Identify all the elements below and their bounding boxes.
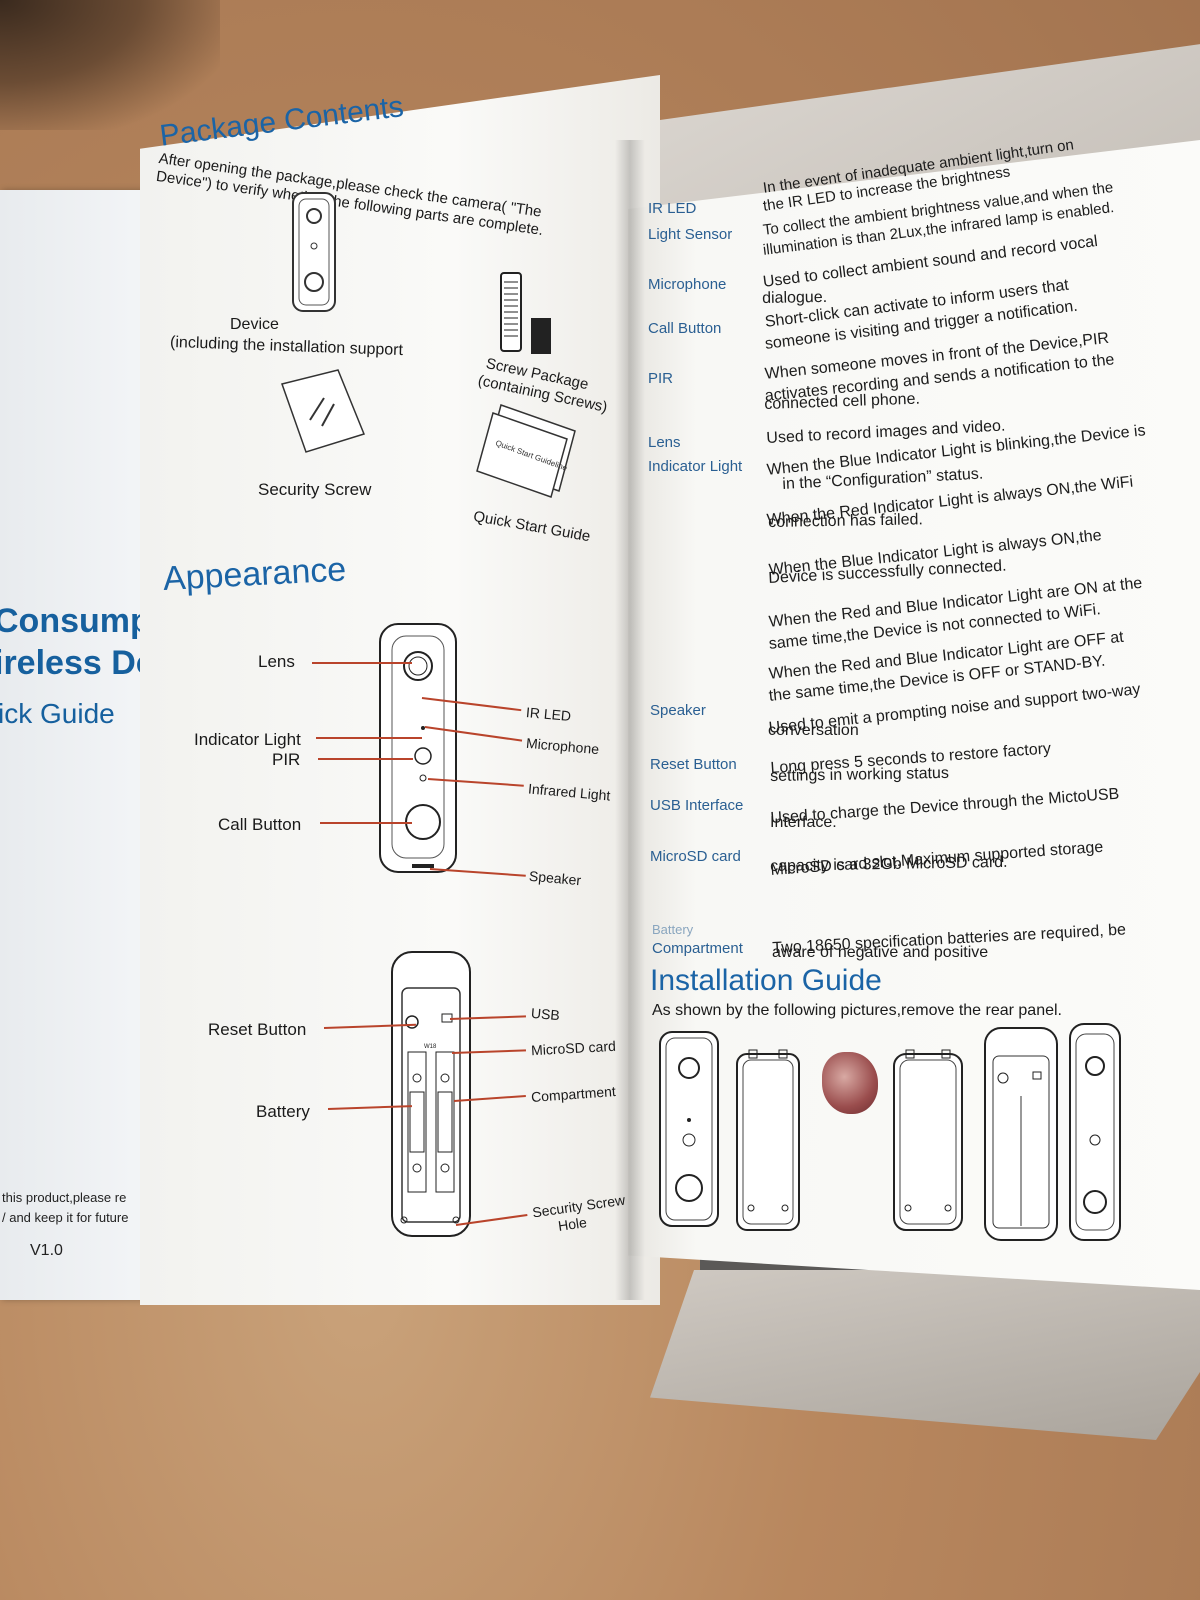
feature-reset-button-desc-2: settings in working status bbox=[770, 764, 950, 785]
feature-term-compartment: Compartment bbox=[652, 940, 743, 957]
security-screw-illustration bbox=[281, 369, 366, 453]
cover-note-line1: this product,please re bbox=[2, 1190, 127, 1205]
device-label: Device bbox=[230, 316, 279, 333]
feature-term-microphone: Microphone bbox=[648, 276, 727, 293]
front-label-pir: PIR bbox=[272, 750, 301, 769]
feature-speaker-desc-2: conversation bbox=[768, 722, 859, 739]
feature-term-call-button: Call Button bbox=[648, 320, 722, 337]
cover-version: V1.0 bbox=[30, 1242, 63, 1259]
feature-microphone-desc-2: dialogue. bbox=[762, 288, 828, 307]
quick-start-guide-illustration: Quick Start Guideline bbox=[476, 404, 576, 498]
leader-lens bbox=[312, 662, 412, 664]
feature-term-pir: PIR bbox=[648, 370, 674, 387]
leader-indicator-light bbox=[316, 737, 422, 739]
doorbell-back-diagram: W18 bbox=[391, 951, 471, 1237]
feature-term-usb-interface: USB Interface bbox=[650, 797, 744, 814]
feature-term-light-sensor: Light Sensor bbox=[648, 226, 733, 243]
doorbell-front-diagram bbox=[379, 623, 457, 873]
install-step-hand-photo bbox=[822, 1052, 878, 1114]
feature-term-microsd-card: MicroSD card bbox=[650, 848, 741, 865]
feature-term-speaker: Speaker bbox=[650, 702, 706, 719]
feature-term-lens: Lens bbox=[648, 434, 681, 451]
leader-pir bbox=[318, 758, 413, 760]
leader-call-button bbox=[320, 822, 412, 824]
front-label-lens: Lens bbox=[258, 652, 295, 671]
installation-intro: As shown by the following pictures,remov… bbox=[652, 1002, 1062, 1019]
back-chip-text: W18 bbox=[424, 1044, 437, 1050]
box-flap bbox=[650, 1270, 1200, 1440]
back-label-usb: USB bbox=[530, 1004, 561, 1024]
install-step-front bbox=[659, 1031, 719, 1227]
cover-subtitle: ick Guide bbox=[0, 698, 115, 729]
manual-cover-page: Consumpt ireless Do ick Guide this produ… bbox=[0, 190, 162, 1300]
install-step-battery-open bbox=[984, 1027, 1058, 1241]
back-label-reset-button: Reset Button bbox=[208, 1020, 307, 1039]
install-step-panel-a bbox=[736, 1049, 800, 1231]
installation-heading: Installation Guide bbox=[650, 964, 882, 997]
back-label-battery: Battery bbox=[256, 1102, 310, 1121]
feature-term-battery: Battery bbox=[652, 922, 694, 937]
front-label-indicator-light: Indicator Light bbox=[194, 730, 301, 749]
page-gutter bbox=[615, 140, 645, 1300]
device-illustration bbox=[292, 192, 336, 312]
screw-package-illustration bbox=[500, 272, 551, 354]
feature-term-reset-button: Reset Button bbox=[650, 756, 737, 773]
feature-usb-desc-2: Interface. bbox=[770, 814, 837, 831]
cover-title-line1: Consumpt bbox=[0, 602, 163, 640]
cover-title-line2: ireless Do bbox=[0, 644, 157, 682]
feature-term-indicator-light: Indicator Light bbox=[648, 458, 743, 475]
indicator-desc-4: connection has failed. bbox=[768, 511, 924, 531]
install-step-side bbox=[1069, 1023, 1121, 1241]
front-label-call-button: Call Button bbox=[218, 815, 302, 834]
security-screw-label: Security Screw bbox=[258, 480, 372, 499]
cover-note-line2: / and keep it for future bbox=[2, 1210, 129, 1225]
feature-term-ir-led: IR LED bbox=[648, 200, 697, 217]
install-step-panel-b bbox=[893, 1049, 963, 1231]
feature-battery-desc-2: aware of negative and positive bbox=[772, 944, 989, 961]
table-shadow bbox=[0, 0, 220, 130]
